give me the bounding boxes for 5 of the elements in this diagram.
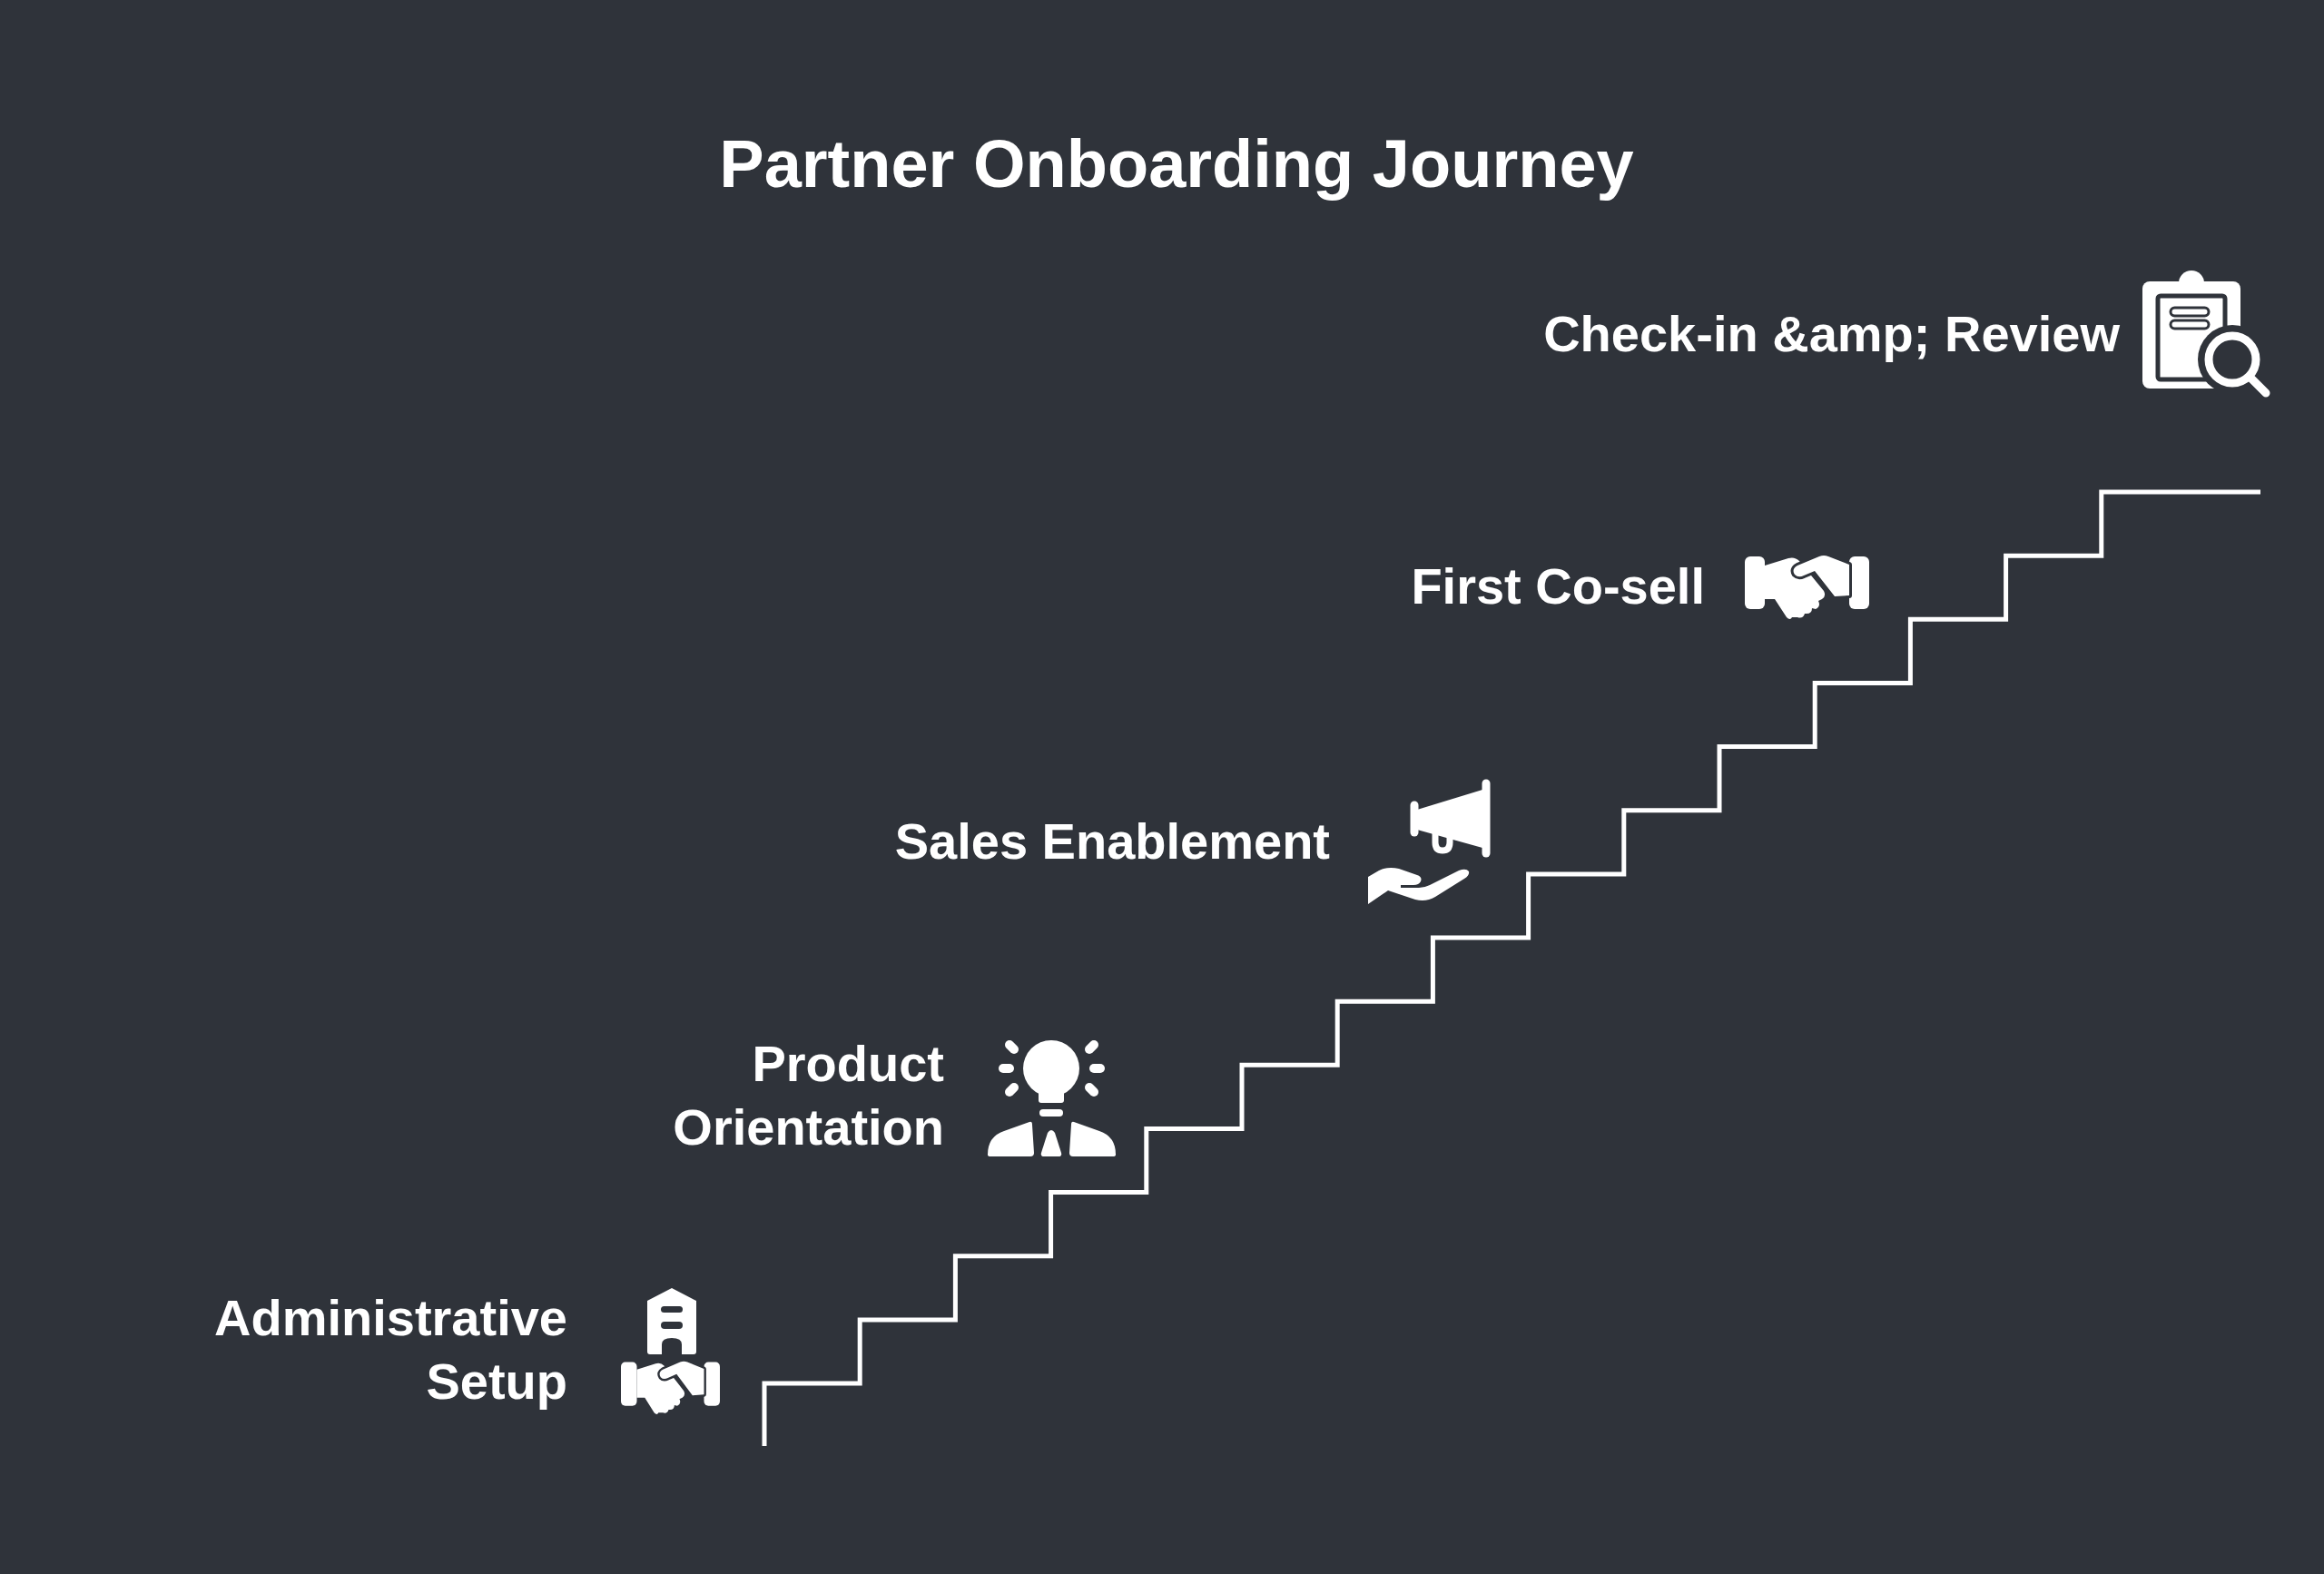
- step-label: Administrative Setup: [214, 1288, 567, 1412]
- step-label: Sales Enablement: [894, 812, 1330, 871]
- step-label: Product Orientation: [673, 1034, 944, 1157]
- step-label: Check-in &amp; Review: [1543, 304, 2120, 364]
- step-label: First Co-sell: [1411, 556, 1705, 616]
